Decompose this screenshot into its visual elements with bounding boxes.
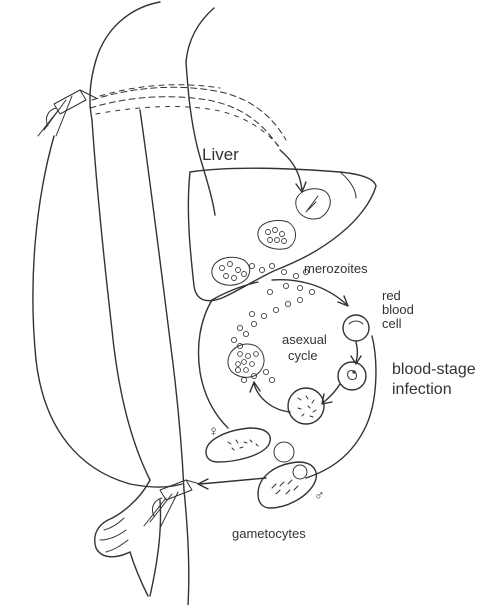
mosquito-bite-upper-icon <box>38 90 96 136</box>
label-liver: Liver <box>202 145 239 164</box>
red-blood-cell <box>343 315 369 341</box>
label-gametocytes: gametocytes <box>232 526 306 541</box>
female-symbol: ♀ <box>208 423 219 440</box>
label-merozoites: merozoites <box>304 261 368 276</box>
label-red-blood-cell-line-1: red <box>382 288 401 303</box>
liver <box>188 168 376 300</box>
gametocytes-group <box>206 428 316 508</box>
transmission-pathway-line <box>33 136 182 487</box>
circulation-loop <box>199 282 376 478</box>
label-asexual-cycle-line-1: asexual <box>282 332 327 347</box>
label-blood-stage-infection: blood-stage infection <box>392 361 480 398</box>
label-blood-stage-infection-line-2: infection <box>392 381 452 398</box>
sporozoite-to-liver-arrow <box>280 150 306 192</box>
label-asexual-cycle: asexual cycle <box>282 332 330 363</box>
labels: Liver merozoites red blood cell asexual … <box>202 145 480 541</box>
gametocytes-to-mosquito-arrow <box>198 478 266 489</box>
label-red-blood-cell-line-2: blood <box>382 302 414 317</box>
male-symbol: ♂ <box>314 487 325 503</box>
label-red-blood-cell-line-3: cell <box>382 316 402 331</box>
label-blood-stage-infection-line-1: blood-stage <box>392 361 476 378</box>
label-asexual-cycle-line-2: cycle <box>288 348 318 363</box>
label-red-blood-cell: red blood cell <box>382 288 417 331</box>
